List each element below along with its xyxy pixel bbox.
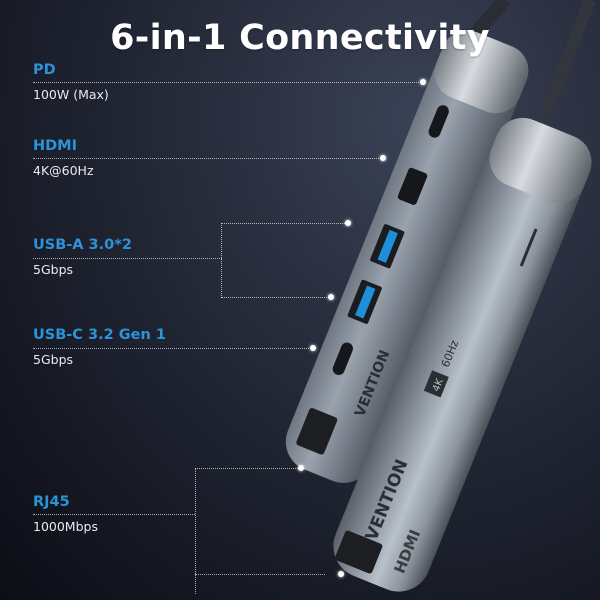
- spec-value: 5Gbps: [33, 262, 74, 277]
- spec-name: PD: [33, 62, 56, 78]
- spec-name: USB-A 3.0*2: [33, 237, 132, 253]
- port-rj45-back: [296, 408, 338, 455]
- leader-line-rj45-2: [195, 574, 325, 575]
- port-usb-c-pd: [428, 105, 449, 138]
- leader-line-usb-a-1: [221, 223, 349, 224]
- spec-usb-a: USB-A 3.0*2 5Gbps: [33, 236, 132, 278]
- port-hdmi: [397, 167, 428, 205]
- hub-front: VENTION 4K 60Hz HDMI: [333, 117, 592, 592]
- cable-2: [539, 0, 596, 118]
- spec-name: HDMI: [33, 138, 77, 154]
- pin-hdmi: [380, 155, 386, 161]
- bracket-rj45: [195, 468, 196, 594]
- pin-usb-c: [310, 345, 316, 351]
- pin-rj45-2: [338, 571, 344, 577]
- pin-usb-a-2: [328, 294, 334, 300]
- port-rj45-front: [335, 530, 383, 574]
- spec-name: RJ45: [33, 494, 70, 510]
- spec-value: 5Gbps: [33, 352, 74, 367]
- leader-line-hdmi: [33, 158, 383, 159]
- spec-name: USB-C 3.2 Gen 1: [33, 327, 166, 343]
- spec-value: 4K@60Hz: [33, 163, 94, 178]
- spec-hdmi: HDMI 4K@60Hz: [33, 137, 94, 179]
- leader-line-rj45: [33, 514, 195, 515]
- leader-line-usb-c: [33, 348, 313, 349]
- spec-pd: PD 100W (Max): [33, 61, 109, 103]
- bracket-usb-a: [221, 223, 222, 298]
- port-usb-c: [332, 342, 353, 375]
- leader-line-usb-a-2: [221, 297, 331, 298]
- leader-line-usb-a: [33, 258, 222, 259]
- leader-line-rj45-1: [195, 468, 300, 469]
- pin-usb-a-1: [345, 220, 351, 226]
- spec-value: 1000Mbps: [33, 519, 98, 534]
- spec-usb-c: USB-C 3.2 Gen 1 5Gbps: [33, 326, 166, 368]
- spec-rj45: RJ45 1000Mbps: [33, 493, 98, 535]
- leader-line-pd: [33, 82, 423, 83]
- page-title: 6-in-1 Connectivity: [110, 18, 490, 58]
- spec-value: 100W (Max): [33, 87, 109, 102]
- pin-pd: [420, 79, 426, 85]
- badge-4k: 4K: [431, 377, 446, 394]
- hub-back: VENTION: [285, 30, 529, 483]
- pin-rj45-1: [298, 465, 304, 471]
